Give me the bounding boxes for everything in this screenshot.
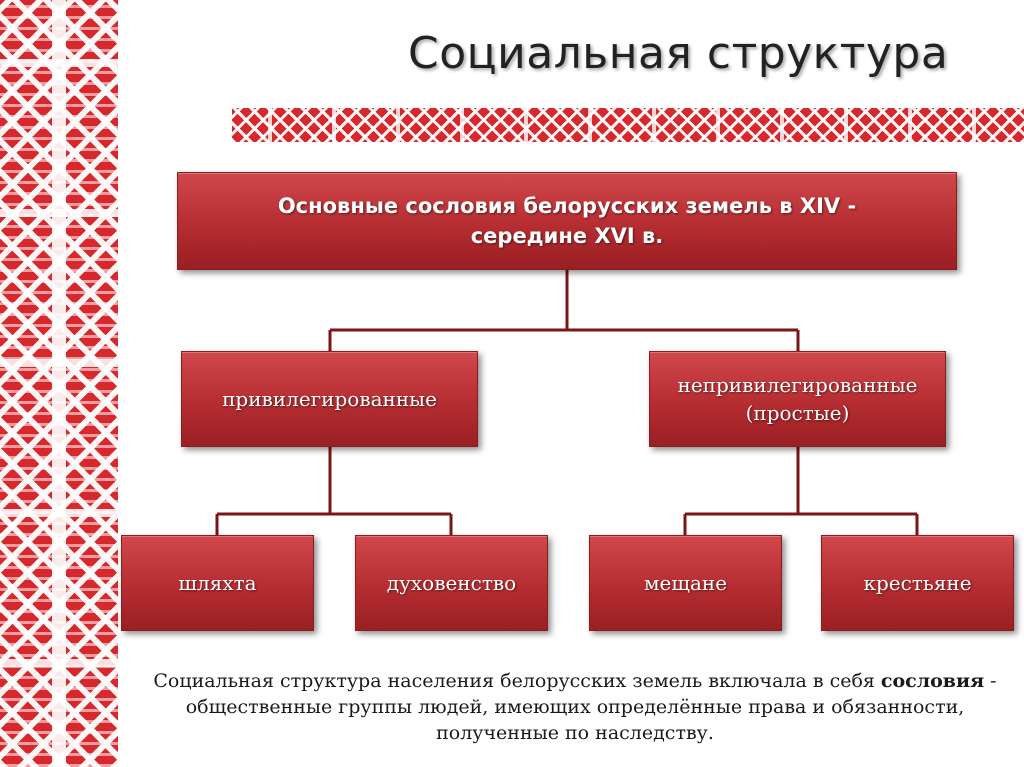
node-shlyakhta: шляхта xyxy=(121,535,314,631)
caption-part1: Социальная структура населения белорусск… xyxy=(153,670,875,692)
node-privileged-label: привилегированные xyxy=(222,387,437,411)
caption-term: сословия xyxy=(880,670,985,692)
node-clergy-label: духовенство xyxy=(386,571,517,595)
node-townspeople: мещане xyxy=(589,535,782,631)
ornament-band-title xyxy=(232,108,1024,142)
node-nonprivileged-line2: (простые) xyxy=(745,401,850,425)
node-townspeople-label: мещане xyxy=(643,571,728,595)
node-clergy: духовенство xyxy=(355,535,548,631)
node-peasants: крестьяне xyxy=(821,535,1014,631)
node-peasants-label: крестьяне xyxy=(863,571,972,595)
caption-part2: - общественные группы людей, имеющих опр… xyxy=(185,670,997,744)
ornament-border-left xyxy=(0,0,118,767)
node-nonprivileged-line1: непривилегированные xyxy=(677,373,918,397)
node-root: Основные сословия белорусских земель в X… xyxy=(177,172,957,270)
node-root-line1: Основные сословия белорусских земель в X… xyxy=(277,194,857,218)
node-privileged: привилегированные xyxy=(181,351,478,447)
node-shlyakhta-label: шляхта xyxy=(178,571,257,595)
node-nonprivileged: непривилегированные (простые) xyxy=(649,351,946,447)
node-root-line2: середине XVI в. xyxy=(470,224,664,248)
slide-caption: Социальная структура населения белорусск… xyxy=(130,668,1020,746)
slide-title: Социальная структура xyxy=(408,28,949,79)
